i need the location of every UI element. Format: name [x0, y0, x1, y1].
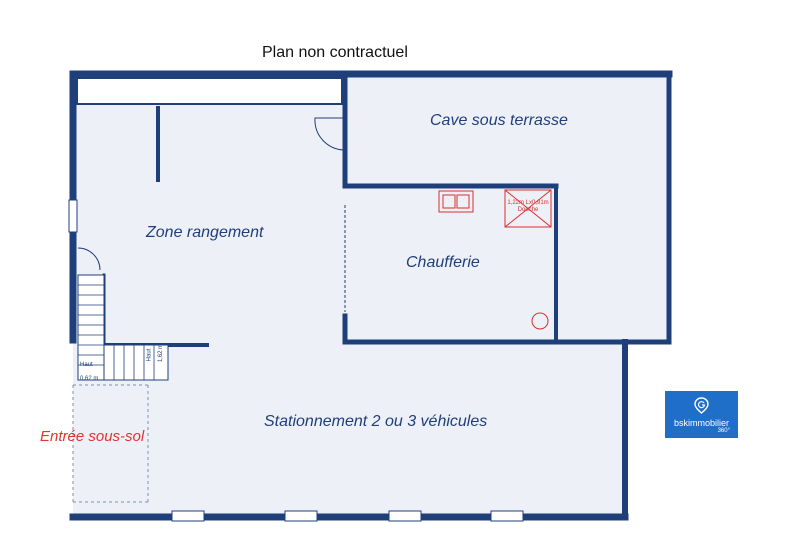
entry-label: Entrée sous-sol — [40, 428, 145, 445]
brand-logo: bskimmobilier 360° — [665, 391, 738, 438]
stair-flight-horizontal — [103, 344, 169, 381]
boiler-icon — [531, 312, 549, 330]
window-bottom-2 — [284, 510, 318, 522]
window-left — [68, 199, 78, 233]
window-bottom-3 — [388, 510, 422, 522]
stair-label-haut-2: Haut — [146, 348, 153, 362]
shower-label: Douche — [517, 207, 539, 213]
storage-shelf — [76, 77, 343, 105]
room-label-chaufferie: Chaufferie — [406, 254, 480, 271]
location-g-icon — [694, 397, 709, 414]
shower-dimensions: 1,22m Lx0,91m — [507, 200, 549, 206]
brand-name: bskimmobilier — [673, 418, 729, 428]
sink-icon — [438, 190, 474, 213]
room-label-zone-rangement: Zone rangement — [146, 224, 264, 241]
window-bottom-1 — [171, 510, 205, 522]
room-label-stationnement: Stationnement 2 ou 3 véhicules — [264, 413, 488, 430]
room-label-cave: Cave sous terrasse — [430, 112, 568, 129]
window-bottom-4 — [490, 510, 524, 522]
floor-main — [73, 74, 669, 342]
stair-dimension-2: 0,62 m — [80, 376, 99, 382]
stair-label-haut-1: Haut — [80, 362, 93, 368]
stair-flight-vertical — [77, 274, 105, 381]
door-swing-cave — [314, 117, 346, 151]
door-swing-stair — [77, 247, 101, 271]
stair-dimension-1: 1,62 m — [158, 343, 165, 363]
brand-subtitle: 360° — [717, 428, 730, 434]
plan-title: Plan non contractuel — [262, 44, 408, 61]
shower-icon — [504, 189, 552, 228]
